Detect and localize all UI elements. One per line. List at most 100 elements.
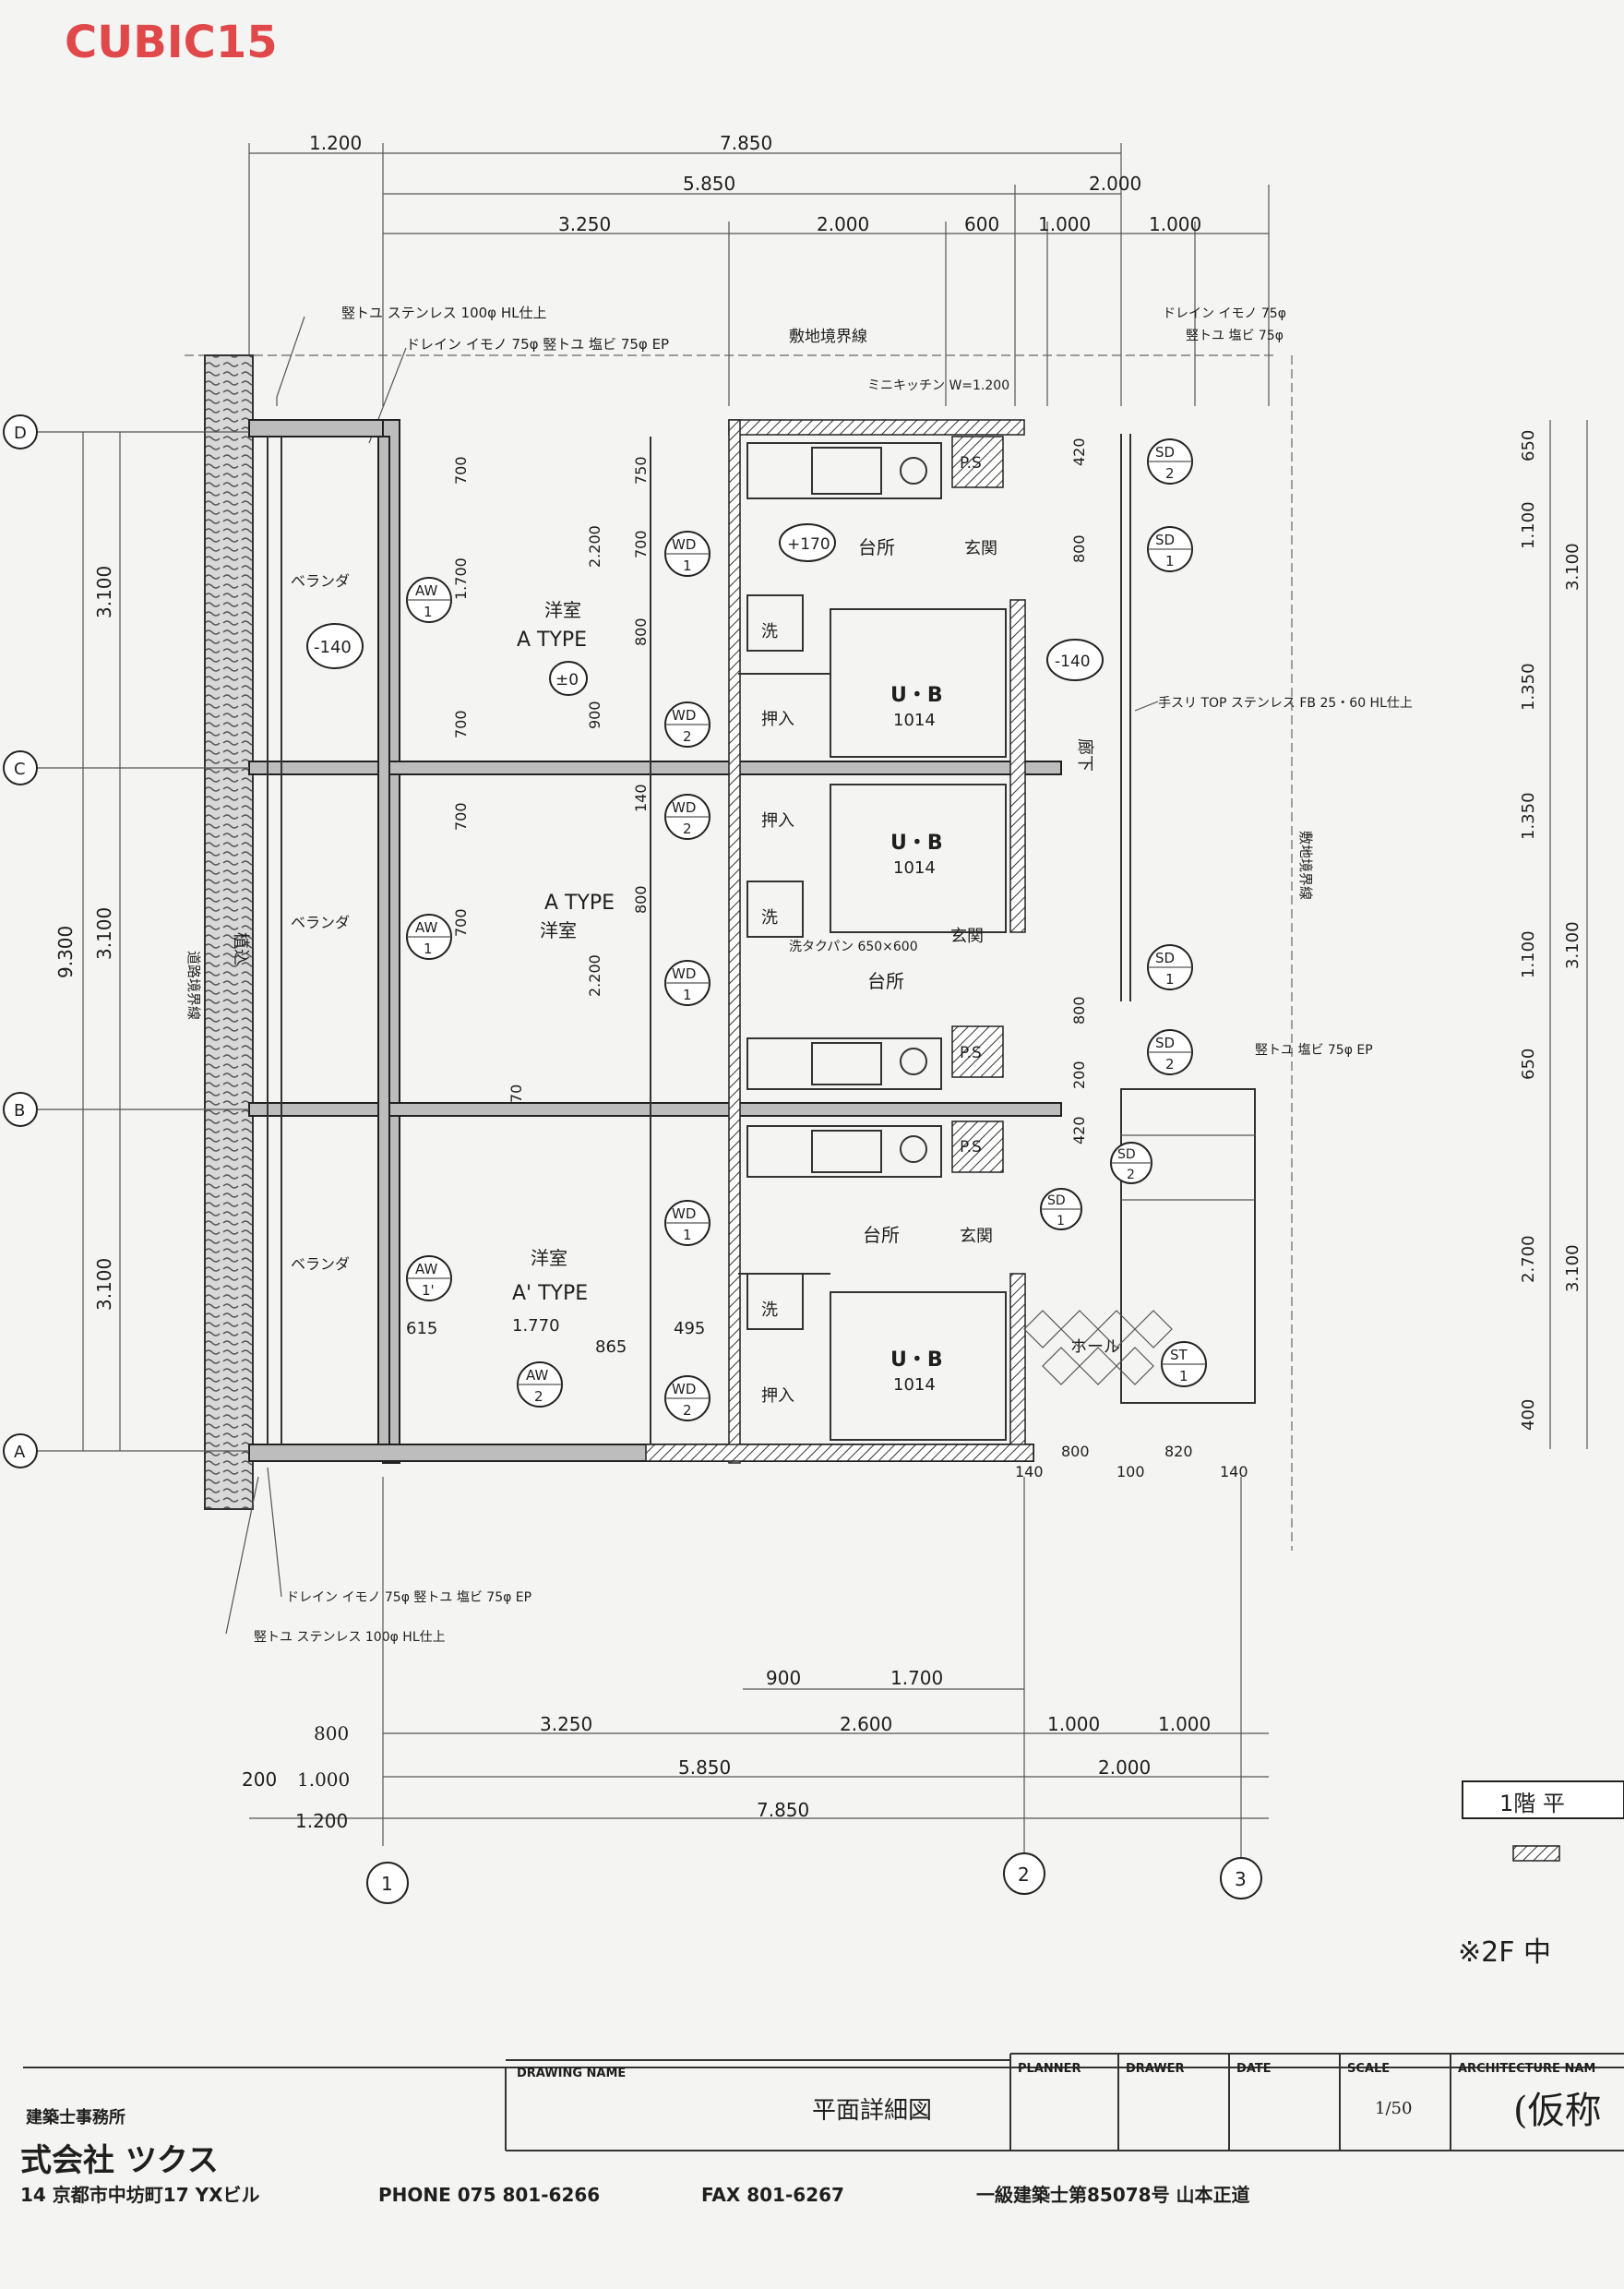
svg-text:一級建築士第85078号 山本正道: 一級建築士第85078号 山本正道 <box>976 2184 1250 2206</box>
svg-text:WD: WD <box>672 965 696 982</box>
svg-text:ドレイン イモノ 75φ: ドレイン イモノ 75φ <box>1163 306 1286 321</box>
svg-text:600: 600 <box>964 213 999 235</box>
svg-text:1: 1 <box>683 1227 692 1243</box>
svg-text:洗: 洗 <box>761 1300 778 1320</box>
svg-text:SCALE: SCALE <box>1347 2062 1390 2076</box>
svg-text:竪トユ ステンレス 100φ HL仕上: 竪トユ ステンレス 100φ HL仕上 <box>341 305 546 321</box>
svg-text:竪トユ ステンレス 100φ HL仕上: 竪トユ ステンレス 100φ HL仕上 <box>254 1630 446 1645</box>
title-mark: CUBIC15 <box>65 17 278 68</box>
svg-text:1.700: 1.700 <box>890 1667 943 1689</box>
svg-text:玄関: 玄関 <box>960 1227 993 1246</box>
interior-dimensions: 700 750 700 800 700 900 700 800 2.200 1.… <box>452 437 1248 1480</box>
svg-text:1': 1' <box>422 1282 435 1299</box>
bottom-notes: ドレイン イモノ 75φ 竪トユ 塩ビ 75φ EP 竪トユ ステンレス 100… <box>225 1467 531 1645</box>
svg-text:SD: SD <box>1117 1147 1136 1162</box>
svg-text:3.100: 3.100 <box>1563 921 1582 969</box>
svg-text:1.200: 1.200 <box>309 132 362 154</box>
svg-text:玄関: 玄関 <box>964 539 997 558</box>
unit-baths: U・B 1014 U・B 1014 U・B 1014 <box>830 608 1007 1441</box>
svg-text:台所: 台所 <box>858 536 895 558</box>
right-notes: 手スリ TOP ステンレス FB 25・60 HL仕上 竪トユ 塩ビ 75φ E… <box>789 355 1413 1551</box>
svg-text:SD: SD <box>1155 950 1175 966</box>
svg-text:A TYPE: A TYPE <box>544 892 615 915</box>
svg-text:800: 800 <box>314 1722 349 1744</box>
svg-text:2.200: 2.200 <box>586 525 603 568</box>
svg-text:U・B: U・B <box>890 684 943 707</box>
svg-text:ドレイン イモノ 75φ 竪トユ 塩ビ 75φ EP: ドレイン イモノ 75φ 竪トユ 塩ビ 75φ EP <box>286 1590 531 1605</box>
svg-text:800: 800 <box>632 885 650 914</box>
level-markers: -140 ±0 +170 -140 <box>306 523 1104 696</box>
svg-text:竪トユ 塩ビ 75φ: 竪トユ 塩ビ 75φ <box>1186 329 1284 343</box>
svg-text:2: 2 <box>1165 1056 1175 1073</box>
road-boundary-label: 道路境界線 <box>185 951 202 1020</box>
svg-text:DRAWER: DRAWER <box>1126 2062 1185 2076</box>
svg-text:3.250: 3.250 <box>540 1713 592 1735</box>
svg-text:1.100: 1.100 <box>1519 930 1538 978</box>
legend: 1階 平 ※2F 中 <box>1458 1780 1624 1969</box>
svg-text:7.850: 7.850 <box>720 132 772 154</box>
svg-text:P.S: P.S <box>960 1044 982 1062</box>
svg-text:洋室: 洋室 <box>531 1247 567 1269</box>
svg-text:14 京都市中坊町17 YXビル: 14 京都市中坊町17 YXビル <box>20 2184 260 2206</box>
svg-text:1: 1 <box>1165 553 1175 569</box>
svg-text:-140: -140 <box>314 638 352 657</box>
svg-text:1014: 1014 <box>893 858 936 878</box>
svg-text:ベランダ: ベランダ <box>291 914 350 931</box>
svg-text:3: 3 <box>1235 1868 1247 1890</box>
svg-text:洗: 洗 <box>761 908 778 928</box>
svg-text:1.700: 1.700 <box>452 557 470 600</box>
svg-text:1.000: 1.000 <box>297 1768 350 1791</box>
svg-text:WD: WD <box>672 536 696 553</box>
svg-text:1.000: 1.000 <box>1038 213 1091 235</box>
svg-text:1.200: 1.200 <box>295 1810 348 1832</box>
svg-text:WD: WD <box>672 707 696 724</box>
svg-text:400: 400 <box>1519 1399 1538 1431</box>
planting-strip <box>204 354 254 1510</box>
svg-text:AW: AW <box>415 919 437 936</box>
svg-text:70: 70 <box>508 1085 525 1103</box>
svg-text:615: 615 <box>406 1319 437 1338</box>
svg-text:700: 700 <box>452 456 470 485</box>
svg-text:平面詳細図: 平面詳細図 <box>812 2097 932 2125</box>
svg-text:押入: 押入 <box>761 710 794 729</box>
svg-text:3.100: 3.100 <box>1563 1244 1582 1292</box>
svg-text:1.350: 1.350 <box>1519 792 1538 840</box>
room-labels: 洋室 A TYPE A TYPE 洋室 洋室 A' TYPE 1.770 ベラン… <box>291 536 1120 1406</box>
door-window-tags: AW1 AW1 AW1' AW2 WD1 WD2 WD2 WD1 WD1 WD2… <box>406 438 1207 1421</box>
svg-text:A' TYPE: A' TYPE <box>512 1282 588 1305</box>
svg-text:SD: SD <box>1155 444 1175 461</box>
svg-text:700: 700 <box>452 908 470 937</box>
svg-text:1: 1 <box>1165 971 1175 988</box>
svg-text:洋室: 洋室 <box>540 919 577 941</box>
svg-text:敷地境界線: 敷地境界線 <box>1297 831 1314 900</box>
svg-text:2.600: 2.600 <box>840 1713 892 1735</box>
svg-text:420: 420 <box>1070 1116 1088 1144</box>
svg-text:DRAWING NAME: DRAWING NAME <box>517 2067 626 2080</box>
svg-text:800: 800 <box>1070 534 1088 563</box>
top-notes: 竪トユ ステンレス 100φ HL仕上 ドレイン イモノ 75φ 竪トユ 塩ビ … <box>185 305 1286 444</box>
svg-text:3.100: 3.100 <box>93 907 115 960</box>
svg-text:3.100: 3.100 <box>93 566 115 618</box>
svg-text:台所: 台所 <box>867 970 904 992</box>
svg-text:7.850: 7.850 <box>757 1799 809 1821</box>
svg-text:C: C <box>14 760 26 779</box>
svg-text:200: 200 <box>1070 1061 1088 1089</box>
svg-text:750: 750 <box>632 456 650 485</box>
svg-text:玄関: 玄関 <box>950 927 984 946</box>
svg-text:2: 2 <box>534 1388 543 1405</box>
svg-text:手スリ TOP ステンレス FB 25・60 HL仕上: 手スリ TOP ステンレス FB 25・60 HL仕上 <box>1158 696 1413 711</box>
svg-text:9.300: 9.300 <box>54 926 77 978</box>
svg-text:±0: ±0 <box>555 671 579 689</box>
svg-text:ST: ST <box>1170 1347 1188 1363</box>
svg-text:650: 650 <box>1519 430 1538 461</box>
svg-text:900: 900 <box>586 701 603 729</box>
svg-text:(仮称: (仮称 <box>1513 2090 1602 2132</box>
svg-text:A: A <box>14 1443 26 1462</box>
svg-text:3.250: 3.250 <box>558 213 611 235</box>
svg-text:800: 800 <box>1070 996 1088 1025</box>
svg-text:700: 700 <box>632 530 650 558</box>
svg-text:ミニキッチン W=1.200: ミニキッチン W=1.200 <box>867 378 1009 393</box>
svg-text:1.000: 1.000 <box>1047 1713 1100 1735</box>
svg-text:2: 2 <box>1018 1864 1030 1886</box>
